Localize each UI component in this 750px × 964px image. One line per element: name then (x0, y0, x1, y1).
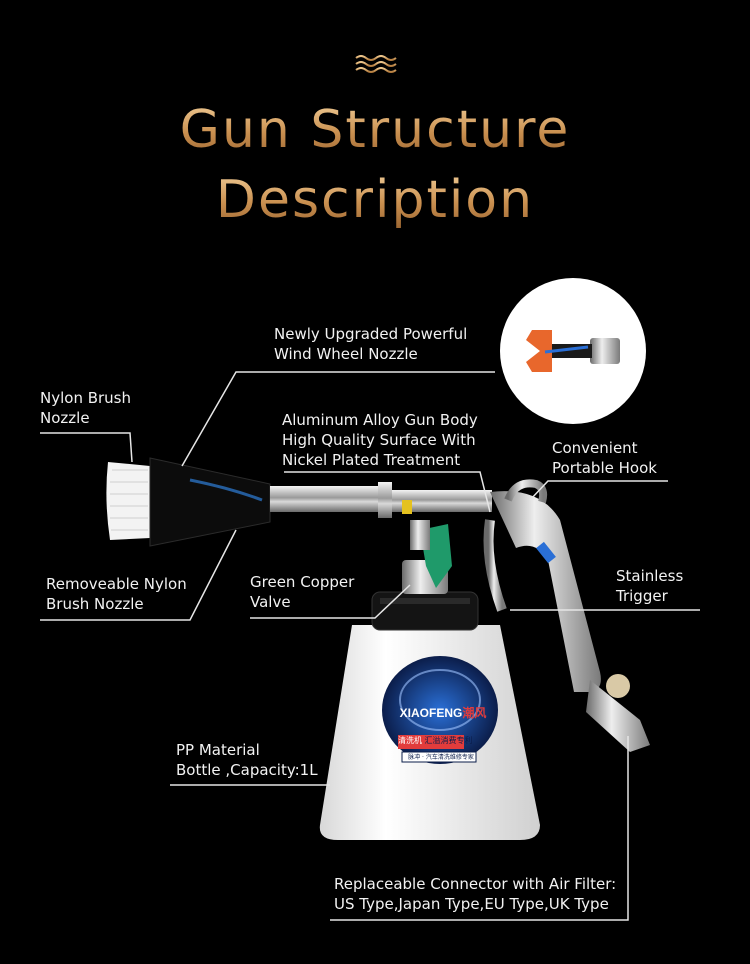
callout-lines (40, 371, 700, 921)
wind-wheel-inset (500, 278, 646, 424)
callout-connector (330, 736, 629, 921)
bottle-brand-text: XIAOFENG潮风 (398, 704, 488, 721)
label-bottle: PP Material Bottle ,Capacity:1L (176, 741, 318, 779)
callout-wind-wheel (181, 371, 495, 467)
label-gun-body: Aluminum Alloy Gun Body High Quality Sur… (282, 411, 478, 469)
page-title-line-1: Gun Structure (0, 100, 750, 160)
label-copper-valve: Green Copper Valve (250, 573, 355, 611)
label-nylon-brush-nozzle: Nylon Brush Nozzle (40, 389, 132, 427)
bottle-brand: XIAOFENG (399, 706, 463, 720)
label-trigger: Stainless Trigger (616, 567, 684, 605)
callout-valve (250, 584, 411, 619)
gun-illustration (106, 457, 650, 752)
bottle-logo (382, 656, 498, 764)
label-removeable-nozzle: Removeable Nylon Brush Nozzle (46, 575, 187, 613)
callout-hook (529, 480, 668, 501)
bottle-brand-cn: 潮风 (462, 706, 487, 720)
wave-ornament-icon (355, 55, 397, 73)
label-wind-wheel-nozzle: Newly Upgraded Powerful Wind Wheel Nozzl… (274, 325, 468, 363)
bottle-product-text: 清洗机 汇溢消费专利 (398, 735, 498, 746)
label-connector: Replaceable Connector with Air Filter: U… (334, 875, 617, 913)
callout-removeable (40, 529, 237, 621)
bottle-subtitle-cn: 汇溢消费专利 (424, 736, 473, 745)
callout-gun-body (284, 471, 491, 513)
page-title-line-2: Description (0, 170, 750, 230)
bottle-product-cn: 清洗机 (398, 736, 422, 745)
bottle-tagline: 脉冲 · 汽车清洗维修专家 (408, 754, 474, 761)
label-portable-hook: Convenient Portable Hook (552, 439, 657, 477)
callout-nylon-brush (40, 432, 133, 463)
